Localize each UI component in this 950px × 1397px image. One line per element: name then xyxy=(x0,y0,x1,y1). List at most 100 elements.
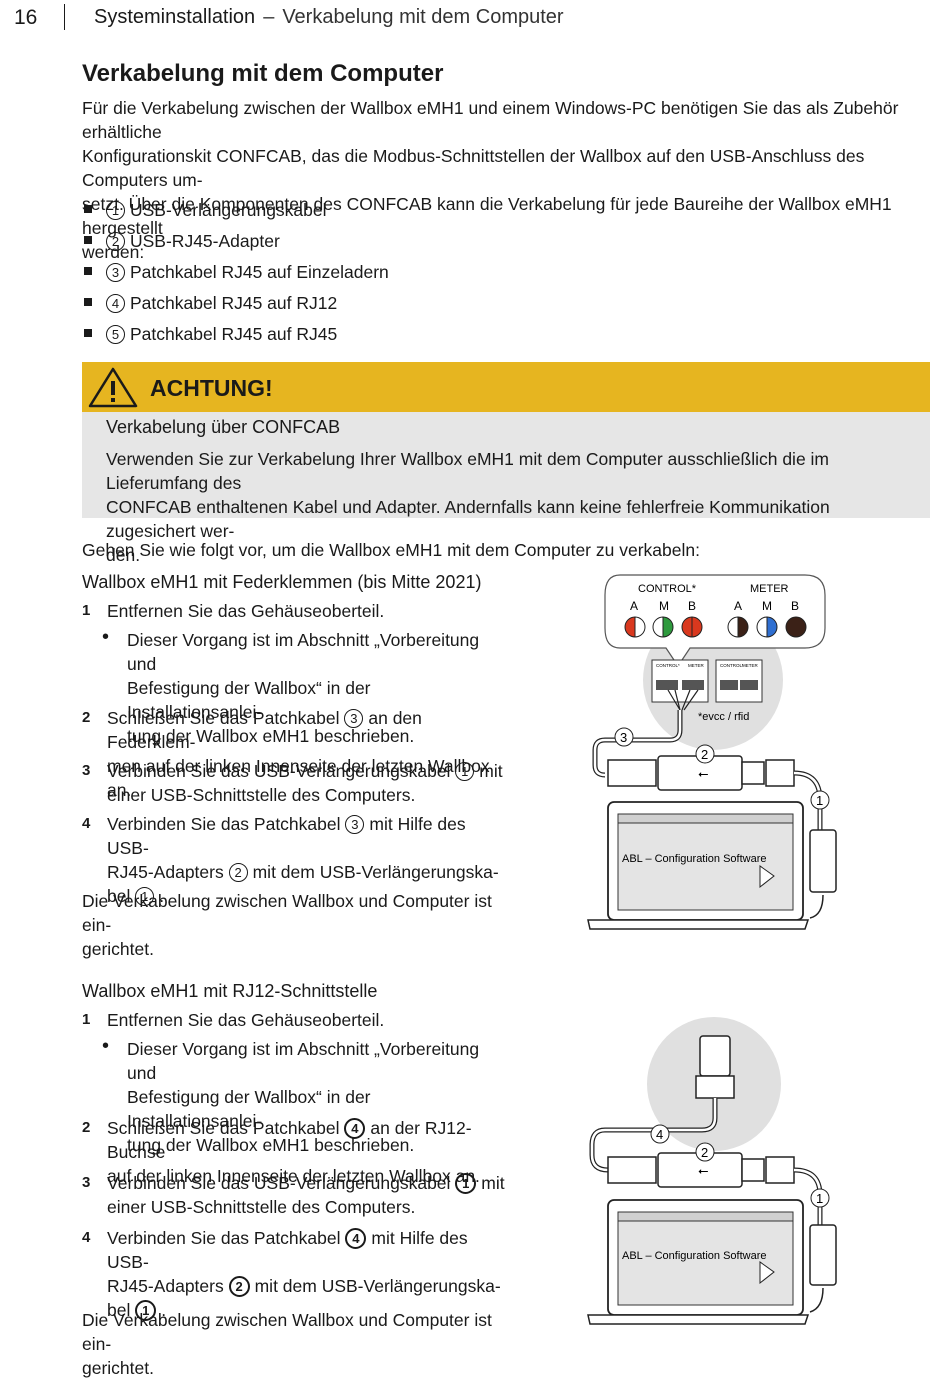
step-number: 2 xyxy=(82,1119,91,1136)
mini-label: CONTROL* xyxy=(720,663,744,668)
pin-label: A xyxy=(630,599,638,613)
step-number: 2 xyxy=(82,709,91,726)
step-fragment: Schließen Sie das Patchkabel xyxy=(107,708,340,728)
step-number: 1 xyxy=(82,602,91,619)
software-window xyxy=(617,813,794,911)
header-topic: Verkabelung mit dem Computer xyxy=(282,6,564,28)
meter-label: METER xyxy=(750,583,789,595)
software-title: ABL – Configuration Software xyxy=(622,853,767,865)
pin-label: A xyxy=(734,599,742,613)
footnote-label: *evcc / rfid xyxy=(698,711,749,723)
callout-circle xyxy=(810,790,830,810)
mini-label: METER xyxy=(688,663,705,668)
step-fragment: an den Federklem- xyxy=(107,708,422,752)
cursor-icon xyxy=(759,865,775,889)
step-text: Entfernen Sie das Gehäuseoberteil. xyxy=(107,1010,385,1030)
result-text: Die Verkabelung zwischen Wallbox und Com… xyxy=(82,889,512,961)
callout-number: 2 xyxy=(701,747,708,762)
warning-icon xyxy=(88,367,138,408)
running-header: Systeminstallation–Verkabelung mit dem C… xyxy=(94,6,564,29)
sub-line: tung der Wallbox eMH1 beschrieben. xyxy=(127,1135,415,1155)
warning-box xyxy=(82,412,930,518)
step-fragment: an der RJ12-Buchse xyxy=(107,1118,472,1162)
callout-number: 3 xyxy=(620,730,627,745)
arrow-icon xyxy=(809,894,824,919)
page-number: 16 xyxy=(14,6,38,29)
pin-label: B xyxy=(791,599,799,613)
laptop-base xyxy=(587,919,810,930)
usb-socket xyxy=(765,1156,795,1184)
arrow-icon xyxy=(809,1287,824,1313)
callout-number: 3 xyxy=(345,815,365,834)
sub-line: Befestigung der Wallbox“ in der Installa… xyxy=(127,678,371,722)
step-fragment: mit Hilfe des USB- xyxy=(107,814,466,858)
callout-number: 4 xyxy=(344,1118,366,1139)
rj12-plug xyxy=(695,1075,735,1099)
callout-number: 1 xyxy=(455,1173,477,1194)
intro-line: Konfigurationskit CONFCAB, das die Modbu… xyxy=(82,146,865,190)
bullet-dot: • xyxy=(102,1035,110,1057)
step-fragment: men auf der linken Innenseite der letzte… xyxy=(107,756,490,800)
step-fragment: mit Hilfe des USB- xyxy=(107,1228,468,1272)
step-text: Entfernen Sie das Gehäuseoberteil. xyxy=(107,601,385,621)
component-label: Patchkabel RJ45 auf Einzeladern xyxy=(130,262,389,282)
wiring-diagram-spring-terminals: CONTROL* METER A M B A M B CONTROL* METE… xyxy=(587,574,837,930)
callout-number: 4 xyxy=(656,1127,663,1142)
software-title: ABL – Configuration Software xyxy=(622,1250,767,1262)
list-item: 5 Patchkabel RJ45 auf RJ45 xyxy=(84,322,337,346)
sub-line: Dieser Vorgang ist im Abschnitt „Vorbere… xyxy=(127,630,480,674)
step-number: 4 xyxy=(82,815,91,832)
step-fragment: Verbinden Sie das USB-Verlängerungskabel xyxy=(107,1173,451,1193)
software-window xyxy=(617,1211,794,1306)
step-number: 3 xyxy=(82,762,91,779)
step-fragment: Verbinden Sie das Patchkabel xyxy=(107,814,341,834)
callout-number: 3 xyxy=(344,709,364,728)
step-fragment: . xyxy=(161,1300,167,1320)
warning-title: ACHTUNG! xyxy=(150,375,273,401)
step-fragment: mit dem USB-Verlängerungska- xyxy=(254,1276,501,1296)
intro-paragraph: Für die Verkabelung zwischen der Wallbox… xyxy=(82,96,932,264)
warning-line: CONFCAB enthaltenen Kabel und Adapter. A… xyxy=(106,497,830,541)
step-number: 1 xyxy=(82,1011,91,1028)
step-text: Verbinden Sie das USB-Verlängerungskabel… xyxy=(107,1171,507,1219)
section-heading: Wallbox eMH1 mit RJ12-Schnittstelle xyxy=(82,981,378,1001)
result-line: gerichtet. xyxy=(82,1358,154,1378)
step-number: 4 xyxy=(82,1229,91,1246)
sub-step-text: Dieser Vorgang ist im Abschnitt „Vorbere… xyxy=(127,1037,507,1157)
callout-circle xyxy=(614,727,634,747)
usb-socket xyxy=(765,759,795,787)
header-section: Systeminstallation xyxy=(94,6,256,28)
step-fragment: einer USB-Schnittstelle des Computers. xyxy=(107,1197,416,1217)
callout-number: 5 xyxy=(106,325,125,344)
component-label: Patchkabel RJ45 auf RJ12 xyxy=(130,293,338,313)
callout-circle xyxy=(695,744,715,764)
bullet-square xyxy=(84,329,92,337)
page-title: Verkabelung mit dem Computer xyxy=(82,60,444,87)
step-fragment: bel xyxy=(107,886,131,906)
bullet-square xyxy=(84,298,92,306)
component-label: USB-RJ45-Adapter xyxy=(130,231,280,251)
component-label: Patchkabel RJ45 auf RJ45 xyxy=(130,324,338,344)
usb-connector xyxy=(809,829,837,893)
section-heading: Wallbox eMH1 mit Federklemmen (bis Mitte… xyxy=(82,572,482,592)
cursor-icon xyxy=(759,1261,775,1285)
step-fragment: mit xyxy=(481,1173,505,1193)
usb-icon: ⭠ xyxy=(698,766,708,781)
result-line: gerichtet. xyxy=(82,939,154,959)
step-number: 3 xyxy=(82,1174,91,1191)
bullet-square xyxy=(84,236,92,244)
intro-line: werden: xyxy=(82,242,145,262)
bullet-square xyxy=(84,267,92,275)
intro-line: Für die Verkabelung zwischen der Wallbox… xyxy=(82,98,899,142)
callout-number: 1 xyxy=(455,762,475,781)
step-fragment: Verbinden Sie das Patchkabel xyxy=(107,1228,341,1248)
mini-label: METER xyxy=(742,663,759,668)
intro-line: setzt. Über die Komponenten des CONFCAB … xyxy=(82,194,892,238)
callout-number: 1 xyxy=(135,1300,157,1321)
callout-number: 1 xyxy=(816,793,823,808)
step-fragment: . xyxy=(159,886,165,906)
